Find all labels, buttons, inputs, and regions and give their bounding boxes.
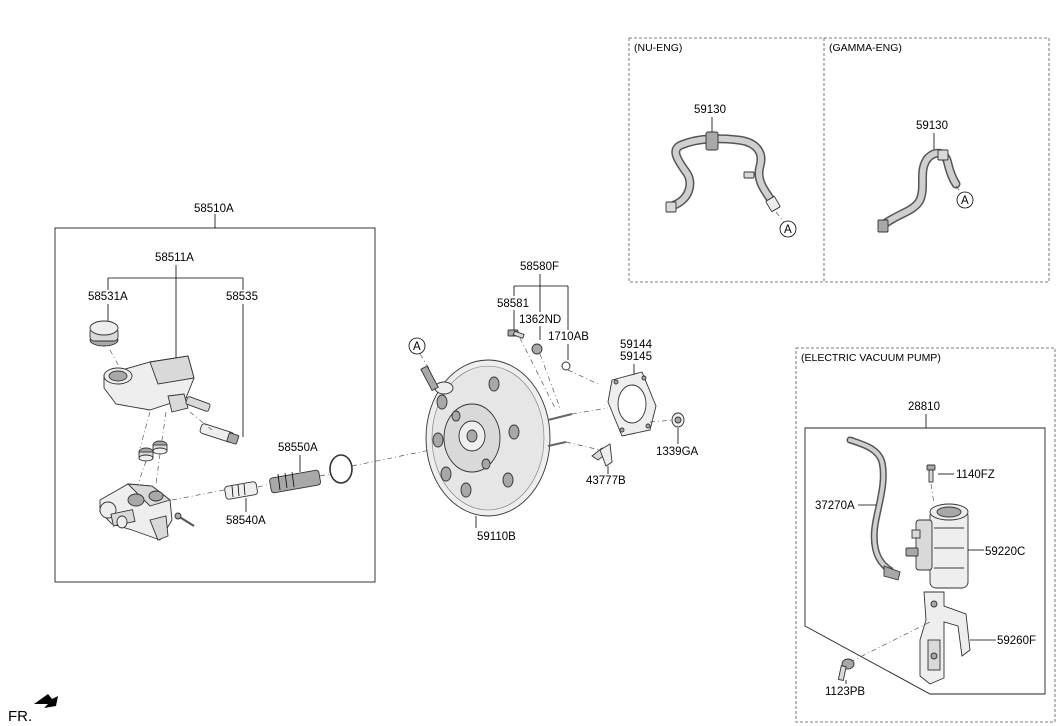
engine-hose-inset: (NU-ENG) (GAMMA-ENG) 59130 A 59130 [628,37,1050,283]
label-58550A: 58550A [278,442,318,454]
master-cylinder-body [99,483,173,541]
clip-43777B [591,443,613,467]
master-cylinder-group: 58510A 58511A 58531A 58535 [54,203,376,583]
label-59220C: 59220C [985,546,1025,558]
vacuum-hose-nu [665,131,781,213]
boot-58540A [224,481,258,500]
gasket-plate [607,371,657,437]
evp-box [795,347,1056,723]
label-58581: 58581 [497,298,529,310]
grommet-left [138,447,154,462]
label-59130-nu: 59130 [694,104,726,116]
label-1140FZ: 1140FZ [956,469,995,481]
label-58531A: 58531A [88,291,128,303]
label-58510A: 58510A [194,203,234,215]
bolt-1140FZ [926,464,936,483]
front-arrow-icon [34,694,58,708]
svg-text:A: A [784,224,792,236]
ref-marker-a-booster: A [408,337,431,371]
pump-59220C [905,503,969,589]
engine-hose-box [628,37,1050,283]
svg-text:A: A [413,341,421,353]
label-58535: 58535 [226,291,258,303]
label-59145: 59145 [620,351,652,363]
label-1710AB: 1710AB [548,331,589,343]
label-1362ND: 1362ND [519,314,561,326]
brake-booster [420,359,573,517]
label-59144: 59144 [620,339,653,351]
evp-sub-box [804,427,1046,695]
grommet-right [152,440,168,455]
master-cylinder-box [54,227,376,583]
label-59130-gamma: 59130 [916,120,948,132]
o-ring [329,454,353,484]
label-28810: 28810 [908,401,940,413]
level-sensor [199,423,240,445]
label-59260F: 59260F [997,635,1036,647]
electric-vacuum-pump-inset: (ELECTRIC VACUUM PUMP) 28810 37270A 1140… [795,347,1056,723]
vacuum-hose-gamma [877,148,961,233]
svg-text:A: A [961,195,969,207]
reservoir-cap [89,320,119,347]
label-37270A: 37270A [815,500,855,512]
label-58511A: 58511A [155,252,194,264]
evp-title: (ELECTRIC VACUUM PUMP) [801,352,941,364]
nut-1339GA [671,412,685,428]
bracket-59260F [919,591,971,685]
seal-58550A [269,469,321,494]
nu-eng-title: (NU-ENG) [634,42,682,54]
bolt-1123PB [837,658,855,681]
label-58580F: 58580F [520,261,559,273]
label-58540A: 58540A [226,515,266,527]
mount-screw [174,512,195,527]
washer-1710AB [561,361,571,371]
label-43777B: 43777B [586,475,626,487]
hose-37270A [846,436,901,581]
ref-marker-a-gamma: A [956,191,974,209]
front-orientation-indicator: FR. [8,694,58,725]
nut-1362ND [531,343,543,355]
ref-marker-a-nu: A [779,220,797,238]
label-1339GA: 1339GA [656,446,699,458]
gamma-eng-title: (GAMMA-ENG) [829,42,902,54]
bolt-58581 [507,329,525,339]
reservoir [103,355,211,413]
front-label: FR. [8,708,32,725]
label-59110B: 59110B [477,531,516,543]
label-1123PB: 1123PB [825,686,865,698]
